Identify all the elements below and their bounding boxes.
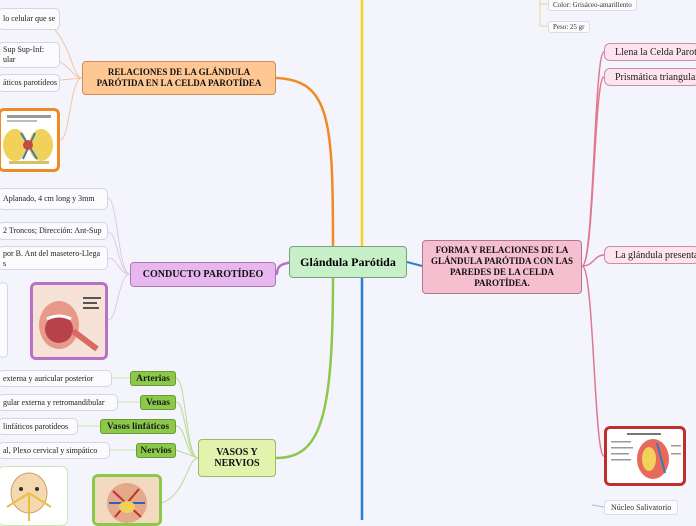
leaf-linfaticos[interactable]: linfáticos parotídeos [0, 418, 78, 435]
central-topic[interactable]: Glándula Parótida [289, 246, 407, 278]
tag-nervios[interactable]: Nervios [136, 443, 176, 458]
branch-relaciones[interactable]: RELACIONES DE LA GLÁNDULA PARÓTIDA EN LA… [82, 61, 276, 95]
mouth-duct-image[interactable] [30, 282, 108, 360]
leaf-relaciones-2[interactable]: Sup Sup-Inf:ular [0, 42, 60, 68]
leaf-conducto-1[interactable]: Aplanado, 4 cm long y 3mm [0, 188, 108, 210]
tag-venas[interactable]: Venas [140, 395, 176, 410]
leaf-conducto-4[interactable] [0, 282, 8, 358]
parotid-relations-image[interactable] [0, 108, 60, 172]
note-peso[interactable]: Peso: 25 gr [548, 21, 590, 33]
mouth-illustration-icon [33, 285, 105, 357]
face-dissection-icon [95, 477, 159, 523]
anatomy-illustration-icon [3, 115, 53, 164]
parotid-cross-section-image[interactable] [604, 426, 686, 486]
leaf-prismatica[interactable]: Prismática triangular [604, 68, 696, 86]
leaf-arterias[interactable]: externa y auricular posterior [0, 370, 112, 387]
branch-forma[interactable]: FORMA Y RELACIONES DE LA GLÁNDULA PARÓTI… [422, 240, 582, 294]
branch-conducto[interactable]: CONDUCTO PAROTÍDEO [130, 262, 276, 287]
cross-section-icon [611, 433, 681, 479]
leaf-venas[interactable]: gular externa y retromandibular [0, 394, 118, 411]
face-vessels-image[interactable] [92, 474, 162, 526]
note-color[interactable]: Color: Grisáceo-amarillento [548, 0, 637, 11]
leaf-glandula-presenta[interactable]: La glándula presenta [604, 246, 696, 264]
head-nerves-icon [6, 472, 52, 521]
tag-arterias[interactable]: Arterias [130, 371, 176, 386]
leaf-conducto-2[interactable]: 2 Troncos; Dirección: Ant-Sup [0, 222, 108, 240]
note-nucleo-salivatorio[interactable]: Núcleo Salivatorio [604, 500, 679, 515]
leaf-nervios[interactable]: al, Plexo cervical y simpático [0, 442, 110, 459]
branch-vasos[interactable]: VASOS Y NERVIOS [198, 439, 276, 477]
leaf-relaciones-3[interactable]: áticos parotídeos [0, 74, 60, 92]
nerves-diagram-image[interactable] [0, 466, 68, 526]
leaf-relaciones-2-text: Sup Sup-Inf:ular [3, 45, 45, 64]
tag-vasos-linfaticos[interactable]: Vasos linfáticos [100, 419, 176, 434]
leaf-llena-celda[interactable]: Llena la Celda Parotídea [604, 43, 696, 61]
leaf-relaciones-1[interactable]: lo celular que se [0, 8, 60, 30]
